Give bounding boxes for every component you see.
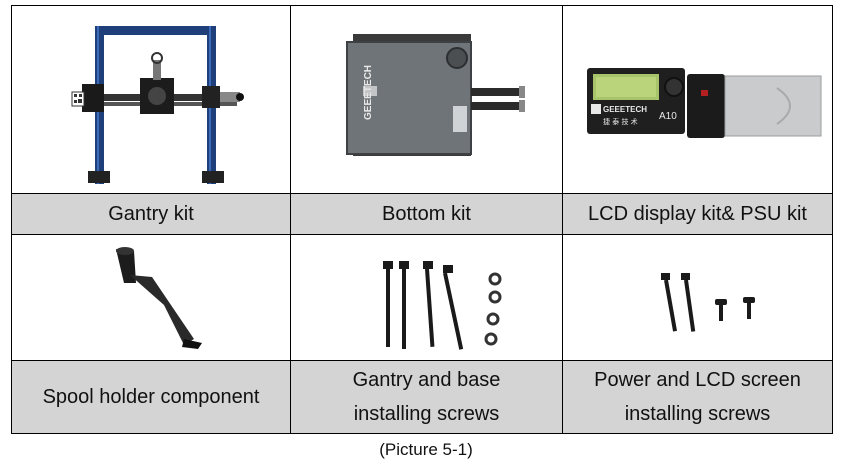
gantry-kit-photo [71,26,244,184]
caption-gantry-screws: Gantry and base installing screws [290,360,563,434]
chinese-mark: 捷 泰 技 术 [603,117,638,126]
caption-line: installing screws [353,403,500,425]
caption-lcd-screws: Power and LCD screen installing screws [562,360,833,434]
caption-lcd-psu-kit: LCD display kit& PSU kit [562,193,833,235]
parts-table: GEEETECH GEEETECH A10 捷 泰 技 术 Gantry kit… [11,5,833,434]
lcd-psu-kit-photo: GEEETECH A10 捷 泰 技 术 [587,68,822,138]
bottom-kit-photo: GEEETECH [346,34,525,156]
caption-gantry-kit: Gantry kit [11,193,291,235]
brand-mark-lcd: GEEETECH [603,105,647,114]
caption-bottom-kit: Bottom kit [290,193,563,235]
caption-line: Gantry and base [352,369,501,391]
model-mark: A10 [659,111,677,122]
gantry-screws-image-cell [290,234,563,361]
lcd-screws-photo [661,273,755,332]
caption-text: Bottom kit [382,203,471,225]
caption-line: Spool holder component [42,386,260,408]
bottom-kit-image-cell: GEEETECH [290,5,563,194]
caption-spool-holder: Spool holder component [11,360,291,434]
figure-caption: (Picture 5-1) [379,440,473,459]
caption-text: LCD display kit& PSU kit [588,203,807,225]
spool-holder-photo [116,247,202,349]
lcd-screws-image-cell [562,234,833,361]
caption-text: Gantry kit [108,203,194,225]
lcd-psu-kit-image-cell: GEEETECH A10 捷 泰 技 术 [562,5,833,194]
gantry-screws-photo [383,261,502,350]
spool-holder-image-cell [11,234,291,361]
gantry-kit-image-cell [11,5,291,194]
caption-line: installing screws [624,403,771,425]
caption-line: Power and LCD screen [594,369,801,391]
